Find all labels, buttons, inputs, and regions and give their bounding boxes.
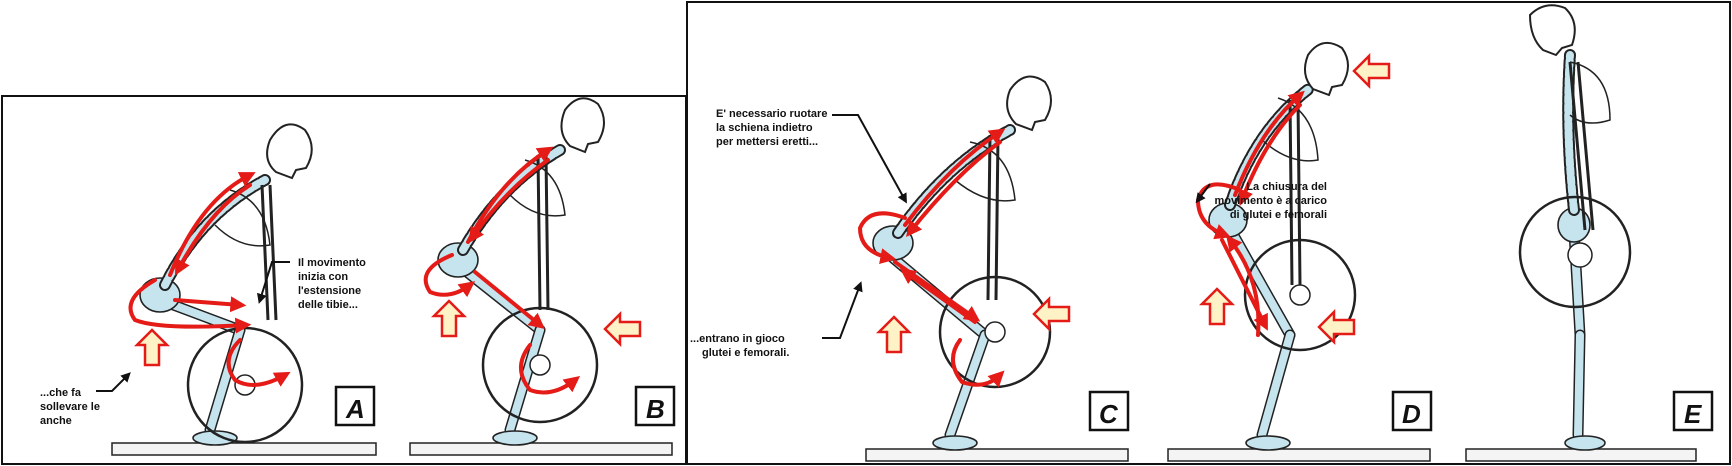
panel-label-e: E bbox=[1684, 399, 1702, 429]
skull-icon bbox=[1303, 41, 1349, 97]
floor-platform bbox=[409, 442, 673, 456]
floor-platform bbox=[111, 442, 377, 456]
skull-icon bbox=[266, 123, 313, 180]
skull-icon bbox=[1006, 75, 1052, 132]
up-arrow-icon bbox=[875, 315, 913, 354]
panel-label-a: A bbox=[345, 394, 365, 424]
panel-e: E bbox=[1465, 4, 1714, 462]
left-arrow-icon bbox=[1352, 52, 1391, 90]
left-arrow-icon bbox=[603, 310, 642, 348]
frame-right bbox=[686, 1, 1731, 465]
up-arrow-icon bbox=[1198, 287, 1236, 326]
panel-label-b: B bbox=[646, 394, 665, 424]
panel-b: B bbox=[409, 97, 676, 456]
barbell-plate bbox=[1243, 238, 1357, 352]
panel-label-c: C bbox=[1099, 399, 1119, 429]
left-arrow-icon bbox=[1317, 308, 1356, 346]
up-arrow-icon bbox=[133, 328, 171, 367]
barbell-plate bbox=[1518, 195, 1632, 309]
panel-label-d: D bbox=[1402, 399, 1421, 429]
up-arrow-icon bbox=[430, 299, 468, 338]
left-arrow-icon bbox=[1032, 295, 1071, 333]
skull-icon bbox=[1528, 4, 1576, 57]
barbell-plate bbox=[481, 306, 599, 424]
floor-platform bbox=[1465, 448, 1697, 462]
skull-icon bbox=[560, 97, 605, 154]
floor-platform bbox=[1167, 448, 1431, 462]
floor-platform bbox=[865, 448, 1129, 462]
